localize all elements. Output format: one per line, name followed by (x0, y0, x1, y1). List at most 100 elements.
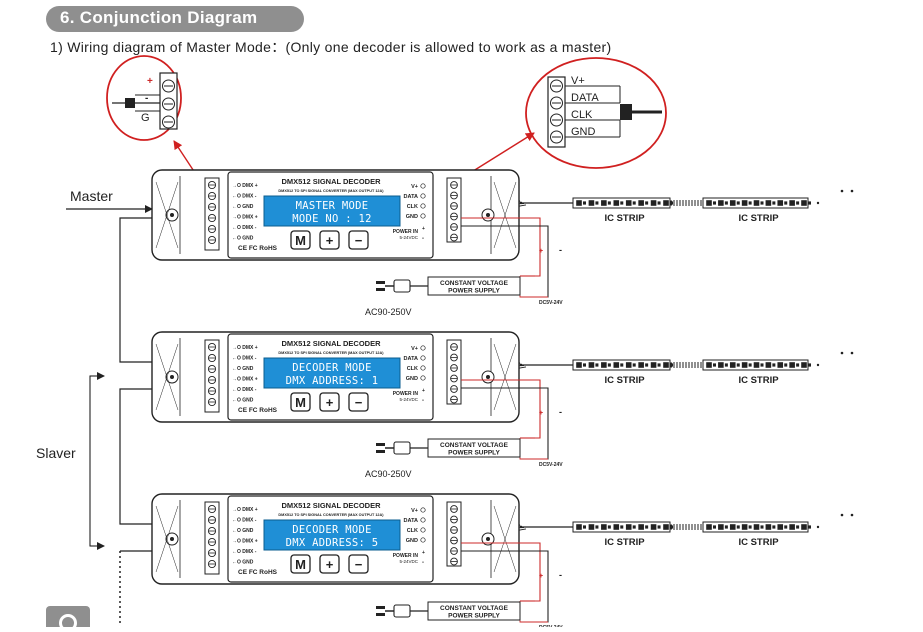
output-terminal-dot (420, 537, 426, 543)
mounting-hole-center (170, 375, 174, 379)
dmx-terminal-label: →O DMX + (232, 215, 258, 221)
ic-strip-label: IC STRIP (604, 537, 645, 548)
ic-strip-label: IC STRIP (738, 537, 779, 548)
led-chip (613, 362, 620, 368)
dmx-terminal-label: ←O DMX - (232, 356, 257, 362)
dmx-terminal-label: →O DMX + (232, 377, 258, 383)
psu-plus-sign: + (539, 248, 543, 255)
section-title: 6. Conjunction Diagram (60, 8, 258, 27)
lcd-line-2: MODE NO : 12 (292, 213, 371, 225)
led-resistor (713, 525, 716, 529)
led-chip (753, 524, 760, 530)
led-resistor (595, 363, 599, 367)
led-resistor (645, 363, 649, 367)
led-resistor (645, 525, 649, 529)
led-resistor (748, 201, 752, 205)
zoom-output-label: GND (571, 126, 596, 138)
led-resistor (713, 363, 716, 367)
led-resistor (736, 363, 740, 367)
led-chip (718, 200, 724, 206)
section-title-badge (46, 6, 304, 32)
output-terminal-label: CLK (407, 528, 418, 534)
led-resistor (657, 525, 661, 529)
led-chip (625, 362, 632, 368)
led-resistor (772, 363, 776, 367)
dmx-terminal-label: ←O DMX - (232, 194, 257, 200)
dmx-terminal-label: ←O GND (232, 528, 254, 534)
led-chip (706, 200, 712, 206)
led-resistor (583, 525, 586, 529)
led-chip (801, 200, 807, 206)
master-label: Master (70, 188, 113, 204)
lcd-line-2: DMX ADDRESS: 5 (286, 537, 379, 549)
dmx-terminal-label: →O DMX + (232, 507, 258, 513)
psu-label-line2: POWER SUPPLY (448, 288, 500, 295)
mounting-hole-center (486, 213, 490, 217)
dc-voltage-label: DC5V-24V (539, 462, 563, 468)
led-chip (576, 524, 582, 530)
led-resistor (583, 363, 586, 367)
output-terminal-dot (420, 203, 426, 209)
lcd-line-1: MASTER MODE (296, 200, 369, 212)
power-in-label: POWER IN (393, 229, 419, 235)
led-chip (729, 200, 736, 206)
ac-plug-icon (393, 441, 411, 455)
ac-voltage-label: AC90-250V (365, 307, 412, 317)
led-chip (638, 524, 644, 530)
certification-marks: CE FC RoHS (238, 407, 278, 414)
dmx-terminal-label: →O DMX + (232, 183, 258, 189)
ac-plug-prong (376, 281, 385, 284)
panel-button-label: + (326, 233, 334, 248)
mounting-hole-center (170, 537, 174, 541)
dmx-terminal-label: ←O DMX - (232, 549, 257, 555)
output-terminal-dot (420, 365, 426, 371)
led-resistor (607, 201, 611, 205)
led-resistor (632, 525, 636, 529)
panel-button-mode (290, 230, 311, 250)
led-chip (613, 524, 620, 530)
zoom-output-label: DATA (571, 92, 599, 104)
led-resistor (808, 525, 811, 529)
led-resistor (772, 201, 776, 205)
housing-hatch (155, 505, 179, 573)
panel-button-up (319, 230, 340, 250)
housing-hatch (493, 181, 517, 249)
led-chip (801, 524, 807, 530)
diagram-subtitle: 1) Wiring diagram of Master Mode：(Only o… (50, 39, 612, 55)
led-chip (613, 200, 620, 206)
lcd-screen (263, 357, 401, 389)
housing-hatch (493, 343, 517, 411)
slaver-label: Slaver (36, 445, 76, 461)
continuation-dot (840, 513, 844, 517)
led-resistor (760, 525, 764, 529)
lcd-line-1: DECODER MODE (292, 362, 371, 374)
output-terminal-dot (420, 183, 426, 189)
psu-label-line1: CONSTANT VOLTAGE (440, 605, 509, 612)
output-terminal-dot (420, 345, 426, 351)
panel-button-up (319, 392, 340, 412)
ac-plug-icon (393, 604, 411, 618)
led-chip (601, 200, 607, 206)
led-resistor (760, 363, 764, 367)
power-in-label: POWER IN (393, 391, 419, 397)
led-chip (576, 200, 582, 206)
led-resistor (620, 525, 624, 529)
led-chip (650, 524, 657, 530)
power-in-minus: - (422, 236, 424, 242)
ac-plug-prong (376, 443, 385, 446)
ac-plug-prong (376, 450, 385, 453)
led-resistor (784, 525, 788, 529)
dmx-terminal-label: ←O DMX - (232, 518, 257, 524)
decoder-title: DMX512 SIGNAL DECODER (281, 501, 381, 510)
led-resistor (796, 363, 800, 367)
panel-button-label: − (355, 395, 363, 410)
panel-button-down (348, 554, 369, 574)
zoom-output-label: CLK (571, 109, 593, 121)
page-number-glyph (59, 614, 77, 632)
panel-button-label: + (326, 395, 334, 410)
psu-minus-sign: - (559, 570, 562, 580)
psu-plus-sign: + (539, 410, 543, 417)
led-resistor (784, 363, 788, 367)
